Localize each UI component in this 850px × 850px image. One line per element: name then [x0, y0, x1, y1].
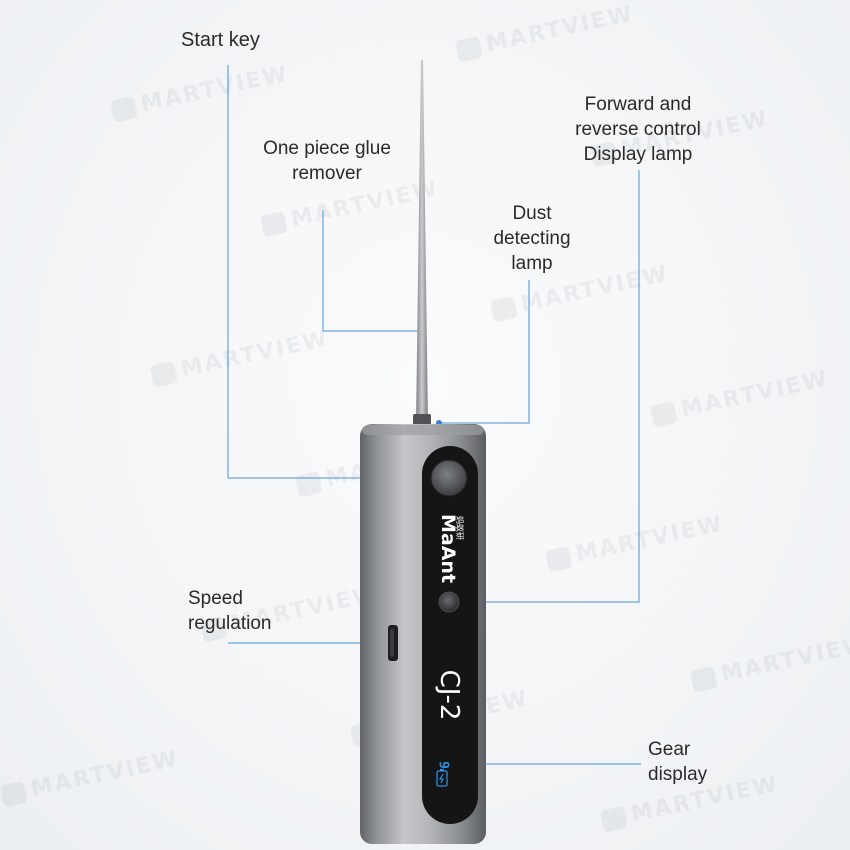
- glue-remover-needle: [416, 60, 428, 425]
- gear-digit: 9: [436, 761, 451, 769]
- svg-text:蚂蚁研: 蚂蚁研: [455, 516, 465, 540]
- front-panel: [422, 446, 478, 824]
- label-gear-display: Gear display: [648, 739, 708, 785]
- svg-text:MaAnt: MaAnt: [437, 514, 459, 583]
- battery-icon: [436, 769, 448, 787]
- start-key-button: [431, 460, 467, 496]
- forward-reverse-lamp: [439, 592, 459, 612]
- leader-start-key: [227, 65, 432, 479]
- leader-glue-remover: [322, 210, 423, 332]
- label-speed-regulation: Speed regulation: [188, 588, 272, 634]
- label-start-key: Start key: [181, 29, 260, 51]
- model-name: CJ-2: [434, 670, 464, 721]
- brand-logo: MaAnt 蚂蚁研: [437, 514, 465, 583]
- leader-forward-reverse: [458, 170, 640, 603]
- label-dust-lamp: Dust detecting lamp: [493, 203, 571, 274]
- label-forward-reverse: Forward and reverse control Display lamp: [575, 94, 701, 165]
- body-top-cap: [362, 425, 484, 435]
- label-glue-remover: One piece glue remover: [263, 138, 391, 184]
- leader-dust-lamp: [439, 280, 530, 424]
- needle-collar: [413, 414, 431, 426]
